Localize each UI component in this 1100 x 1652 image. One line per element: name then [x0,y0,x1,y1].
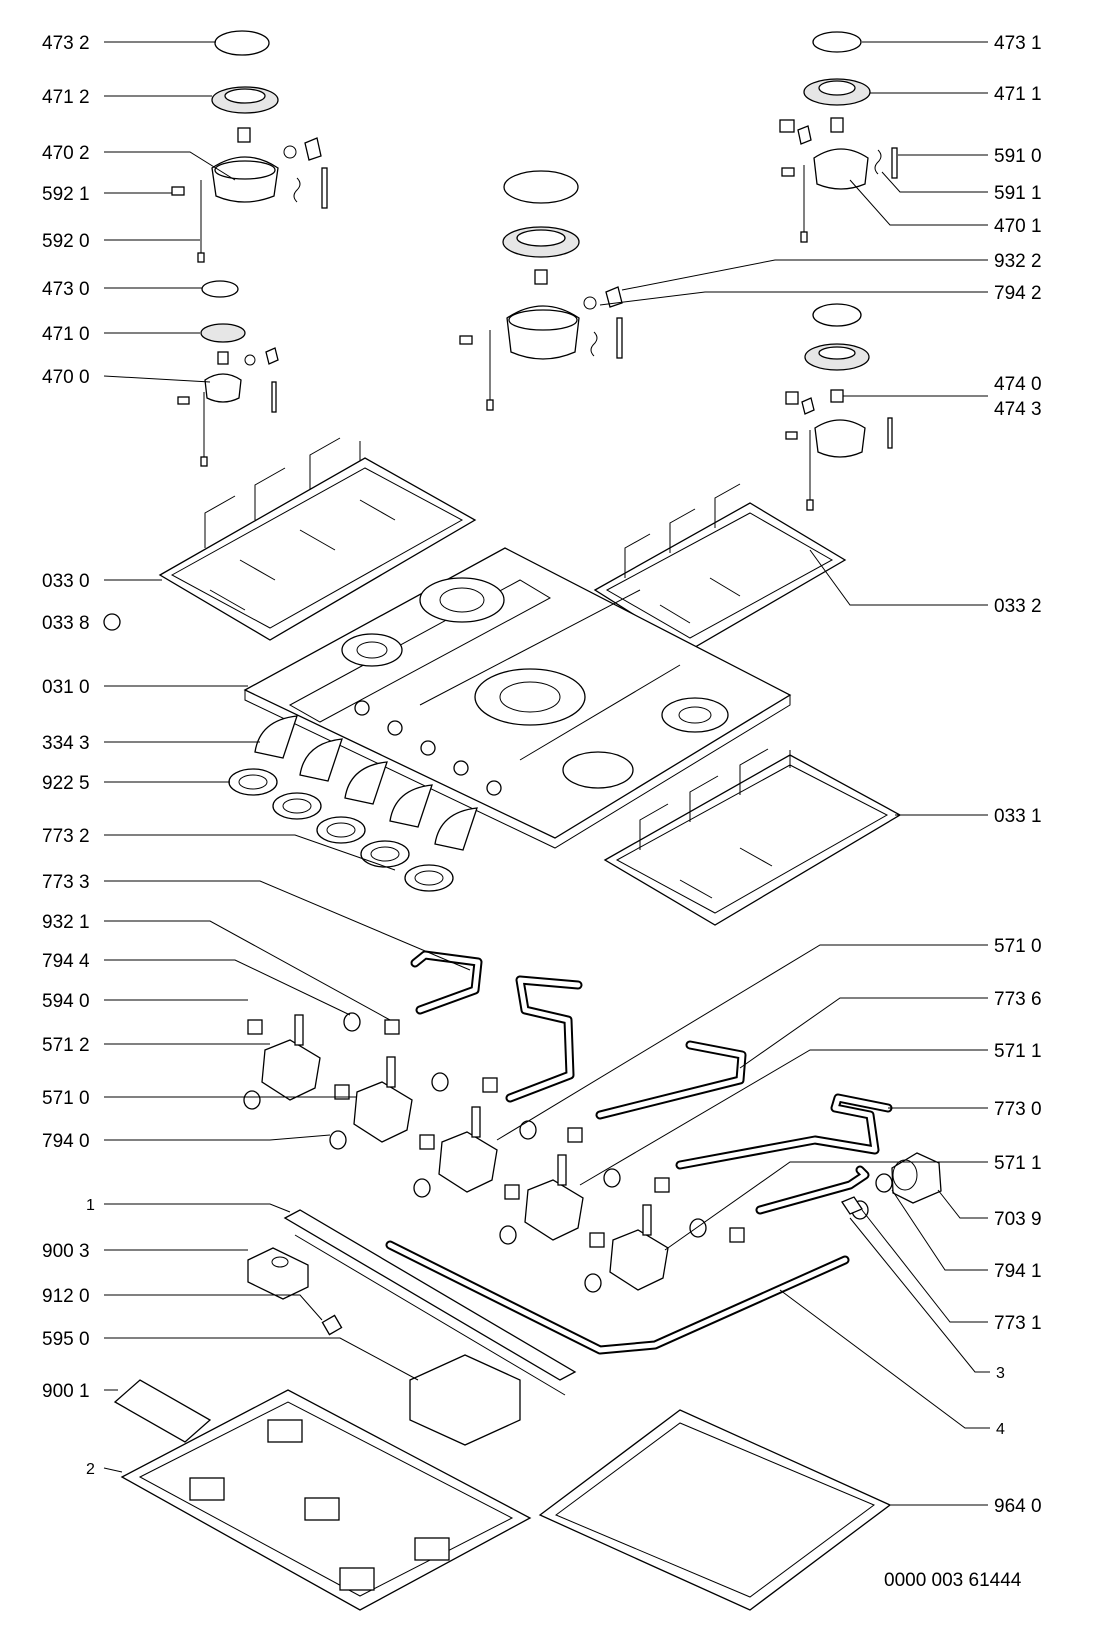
label-773-2: 773 2 [42,826,90,847]
label-4: 4 [996,1421,1005,1438]
burner-mid-left [177,280,279,467]
screw-912-0 [321,1314,343,1336]
bracket-rail-1 [283,1209,577,1396]
label-794-1: 794 1 [994,1261,1042,1282]
label-470-2: 470 2 [42,143,90,164]
leader-lines [103,41,990,1506]
label-773-0: 773 0 [994,1099,1042,1120]
label-571-1-b: 571 1 [994,1153,1042,1174]
burner-top-left [171,30,328,263]
burner-mid-right [785,303,893,511]
label-794-2: 794 2 [994,283,1042,304]
label-033-0: 033 0 [42,571,90,592]
burner-body-470-0 [204,373,242,403]
label-571-2: 571 2 [42,1035,90,1056]
burner-cap-473-2 [214,30,270,56]
burner-center [459,170,623,411]
label-571-0-right: 571 0 [994,936,1042,957]
label-912-0: 912 0 [42,1286,90,1307]
injector [237,127,251,143]
label-471-0: 471 0 [42,324,90,345]
label-471-2: 471 2 [42,87,90,108]
label-033-8: 033 8 [42,613,90,634]
label-932-1: 932 1 [42,912,90,933]
labels-right: 473 1 471 1 591 0 591 1 470 1 932 2 794 … [994,33,1042,1517]
label-471-1: 471 1 [994,84,1042,105]
label-773-6: 773 6 [994,989,1042,1010]
label-473-2: 473 2 [42,33,90,54]
rubber-foot-033-8 [103,613,121,631]
hob-top-031-0 [243,547,792,849]
label-773-3: 773 3 [42,872,90,893]
burner-body-470-1 [813,148,869,190]
gas-pipes [385,950,893,1355]
label-033-1: 033 1 [994,806,1042,827]
label-470-1: 470 1 [994,216,1042,237]
label-470-0: 470 0 [42,367,90,388]
labels-left: 473 2 471 2 470 2 592 1 592 0 473 0 471 … [42,33,95,1478]
seals-922-5 [228,768,454,892]
label-591-0: 591 0 [994,146,1042,167]
drawing-number: 0000 003 61444 [884,1570,1022,1591]
label-474-0: 474 0 [994,374,1042,395]
label-773-1: 773 1 [994,1313,1042,1334]
pan-support-033-0 [158,437,477,641]
clips-and-washers [243,1012,869,1293]
label-591-1: 591 1 [994,183,1042,204]
label-474-3: 474 3 [994,399,1042,420]
burner-cap-473-1 [812,31,862,53]
label-900-3: 900 3 [42,1241,90,1262]
label-592-1: 592 1 [42,184,90,205]
label-900-1: 900 1 [42,1381,90,1402]
label-794-0: 794 0 [42,1131,90,1152]
knob-covers-334-3 [254,715,478,851]
burner-cap-473-0 [201,280,239,298]
label-703-9: 703 9 [994,1209,1042,1230]
label-031-0: 031 0 [42,677,90,698]
junction-box-900-3 [247,1247,309,1300]
label-571-0-left: 571 0 [42,1088,90,1109]
label-1: 1 [86,1197,95,1214]
burner-top-right [779,31,898,243]
label-592-0: 592 0 [42,231,90,252]
bottom-tray-2 [120,1389,532,1611]
label-334-3: 334 3 [42,733,90,754]
label-595-0: 595 0 [42,1329,90,1350]
burner-crown-471-0 [200,323,246,343]
label-964-0: 964 0 [994,1496,1042,1517]
label-3: 3 [996,1365,1005,1382]
label-033-2: 033 2 [994,596,1042,617]
injector-474-0 [830,389,844,403]
gas-inlet-703-9 [841,1152,942,1215]
ignition-module-595-0 [409,1354,521,1446]
cable-clip-900-1 [113,1379,212,1443]
label-932-2: 932 2 [994,251,1042,272]
label-571-1-a: 571 1 [994,1041,1042,1062]
gas-taps [261,1014,669,1291]
label-2: 2 [86,1461,95,1478]
label-794-4: 794 4 [42,951,90,972]
label-594-0: 594 0 [42,991,90,1012]
gasket-964-0 [538,1409,892,1611]
label-922-5: 922 5 [42,773,90,794]
label-473-0: 473 0 [42,279,90,300]
label-473-1: 473 1 [994,33,1042,54]
